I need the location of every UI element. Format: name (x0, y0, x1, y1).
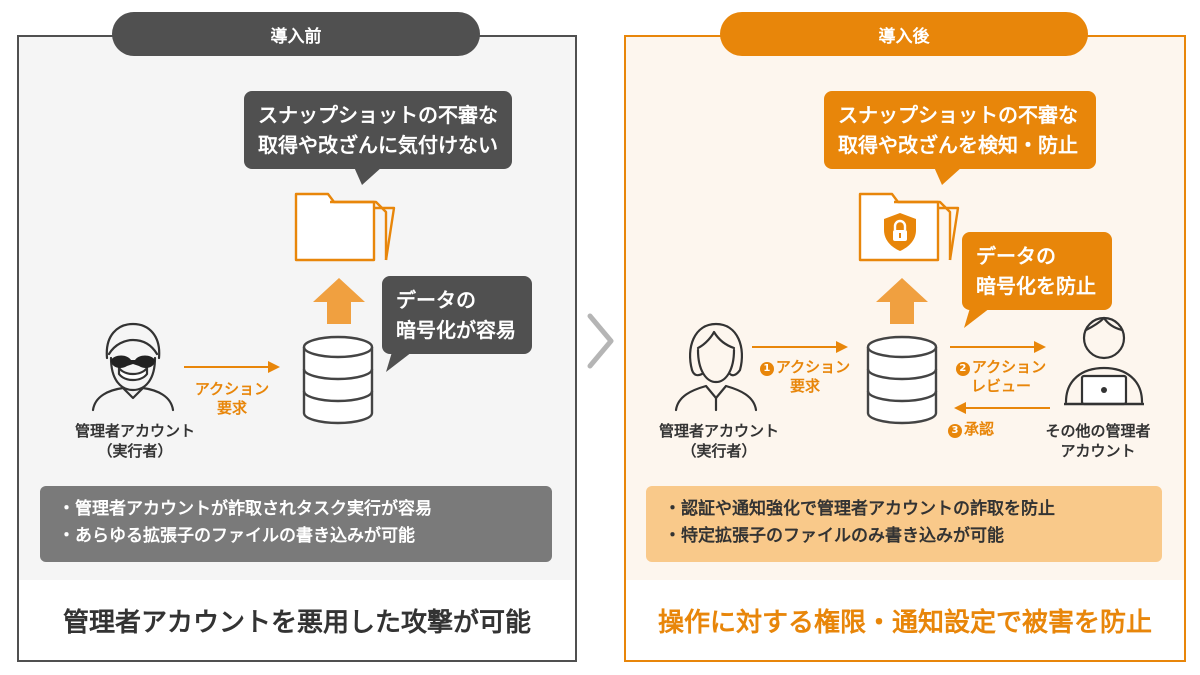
arrow-right-icon (752, 341, 848, 353)
masked-user-icon (91, 322, 175, 412)
step2-badge: 2 (955, 362, 970, 376)
laptop-user-icon (1064, 316, 1144, 406)
after-actor-label: 管理者アカウント （実行者） (658, 422, 779, 460)
after-bubble-mid: データの 暗号化を防止 (962, 232, 1112, 310)
before-request-label: アクション 要求 (194, 380, 270, 417)
arrow-up-icon (876, 278, 928, 324)
before-actor-label: 管理者アカウント （実行者） (74, 422, 195, 460)
after-bubble-mid-tail (964, 308, 990, 328)
step1-badge: 1 (759, 362, 774, 376)
folder-icon (294, 192, 396, 262)
shield-lock-icon (884, 213, 916, 251)
step3-badge: 3 (948, 424, 962, 438)
arrow-right-icon (950, 341, 1046, 353)
after-tab: 導入後 (720, 12, 1088, 56)
before-bubble-mid: データの 暗号化が容易 (382, 276, 532, 354)
before-tab: 導入前 (112, 12, 480, 56)
database-icon (866, 335, 938, 425)
female-user-icon (674, 322, 758, 412)
arrow-up-icon (313, 278, 365, 324)
database-icon (302, 335, 374, 425)
chevron-right-icon (587, 313, 614, 369)
before-notes: ・管理者アカウントが詐取されタスク実行が容易 ・あらゆる拡張子のファイルの書き込… (40, 486, 552, 562)
after-notes: ・認証や通知強化で管理者アカウントの詐取を防止 ・特定拡張子のファイルのみ書き込… (646, 486, 1162, 562)
arrow-left-icon (954, 402, 1050, 414)
after-bubble-top-tail (934, 167, 962, 185)
arrow-right-icon (184, 361, 280, 373)
before-bubble-top-tail (354, 167, 382, 185)
before-bubble-top: スナップショットの不審な 取得や改ざんに気付けない (244, 91, 512, 169)
before-bubble-mid-tail (386, 352, 412, 372)
after-reviewer-label: その他の管理者 アカウント (1045, 422, 1151, 460)
after-summary: 操作に対する権限・通知設定で被害を防止 (626, 580, 1184, 660)
before-summary: 管理者アカウントを悪用した攻撃が可能 (19, 580, 575, 660)
after-bubble-top: スナップショットの不審な 取得や改ざんを検知・防止 (824, 91, 1096, 169)
